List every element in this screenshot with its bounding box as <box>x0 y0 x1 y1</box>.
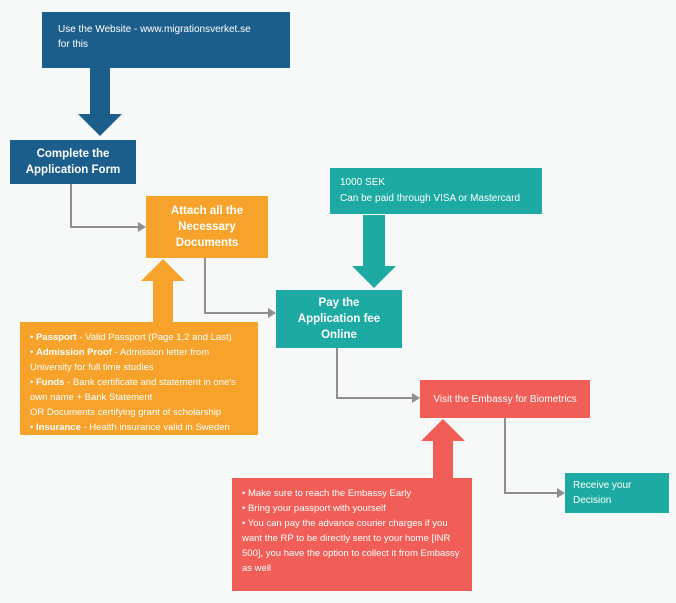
fee-info-line1: 1000 SEK <box>340 177 386 188</box>
arrow-shaft <box>363 215 385 266</box>
arrow-fee-info-to-pay-fee <box>352 215 396 288</box>
detail-text: - Health insurance valid in Sweden <box>80 422 230 433</box>
website-info-line1: Use the Website - www.migrationsverket.s… <box>58 24 251 35</box>
arrow-head <box>78 114 122 136</box>
connector-segment <box>336 397 412 399</box>
step-label: Pay the Application fee Online <box>297 297 381 341</box>
embassy-visit-details: • Make sure to reach the Embassy Early •… <box>232 478 472 591</box>
step-pay-application-fee: Pay the Application fee Online <box>276 290 402 348</box>
arrow-shaft <box>153 281 173 322</box>
detail-item: • Make sure to reach the Embassy Early <box>242 486 462 501</box>
arrow-head <box>421 419 465 441</box>
detail-item: • Funds - Bank certificate and statement… <box>30 375 248 405</box>
bullet: • <box>30 422 36 433</box>
connector-segment <box>70 184 72 227</box>
arrow-shaft <box>90 68 110 114</box>
connector-segment <box>504 492 557 494</box>
arrow-details-to-visit-embassy <box>421 419 465 478</box>
connector-arrowhead <box>138 222 146 232</box>
bullet: • <box>242 518 248 529</box>
connector-arrowhead <box>412 393 420 403</box>
detail-title: Passport <box>35 332 77 343</box>
detail-item: • Passport - Valid Passport (Page 1,2 an… <box>30 330 248 345</box>
step-attach-documents: Attach all the Necessary Documents <box>146 196 268 258</box>
step-label: Visit the Embassy for Biometrics <box>433 393 577 405</box>
bullet: • <box>242 488 248 499</box>
connector-segment <box>204 258 206 313</box>
bullet: • <box>30 347 36 358</box>
detail-item: • Bring your passport with yourself <box>242 501 462 516</box>
arrow-shaft <box>433 441 453 478</box>
website-info-line2: for this <box>58 39 89 50</box>
detail-item: • Admission Proof - Admission letter fro… <box>30 345 248 375</box>
detail-text: OR Documents certifying grant of scholar… <box>30 407 222 418</box>
detail-text: You can pay the advance courier charges … <box>242 518 460 574</box>
arrow-details-to-attach-documents <box>141 259 185 322</box>
website-info-box: Use the Website - www.migrationsverket.s… <box>42 12 290 68</box>
step-label: Attach all the Necessary Documents <box>170 205 244 249</box>
bullet: • <box>30 377 36 388</box>
bullet: • <box>242 503 248 514</box>
detail-item: • You can pay the advance courier charge… <box>242 516 462 576</box>
detail-text: - Valid Passport (Page 1,2 and Last) <box>76 332 232 343</box>
detail-item: • Insurance - Health insurance valid in … <box>30 420 248 435</box>
connector-segment <box>204 312 268 314</box>
bullet: • <box>30 332 36 343</box>
step-visit-embassy: Visit the Embassy for Biometrics <box>420 380 590 418</box>
arrow-head <box>352 266 396 288</box>
detail-text: - Bank certificate and statement in one'… <box>30 377 236 403</box>
fee-info-box: 1000 SEK Can be paid through VISA or Mas… <box>330 168 542 214</box>
step-label: Complete the Application Form <box>25 148 121 176</box>
connector-segment <box>504 418 506 493</box>
attach-documents-details: • Passport - Valid Passport (Page 1,2 an… <box>20 322 258 435</box>
connector-arrowhead <box>268 308 276 318</box>
arrow-website-to-complete-form <box>78 68 122 136</box>
detail-title: Admission Proof <box>35 347 112 358</box>
arrow-head <box>141 259 185 281</box>
connector-segment <box>336 348 338 398</box>
fee-info-line2: Can be paid through VISA or Mastercard <box>340 193 521 204</box>
step-complete-application-form: Complete the Application Form <box>10 140 136 184</box>
detail-text: - Admission letter from University for f… <box>30 347 210 373</box>
detail-item: OR Documents certifying grant of scholar… <box>30 405 248 420</box>
detail-text: Bring your passport with yourself <box>247 503 386 514</box>
connector-segment <box>70 226 138 228</box>
connector-arrowhead <box>557 488 565 498</box>
detail-text: Make sure to reach the Embassy Early <box>247 488 412 499</box>
detail-title: Insurance <box>35 422 81 433</box>
step-label: Receive your Decision <box>573 480 632 506</box>
detail-title: Funds <box>35 377 65 388</box>
step-receive-decision: Receive your Decision <box>565 473 669 513</box>
